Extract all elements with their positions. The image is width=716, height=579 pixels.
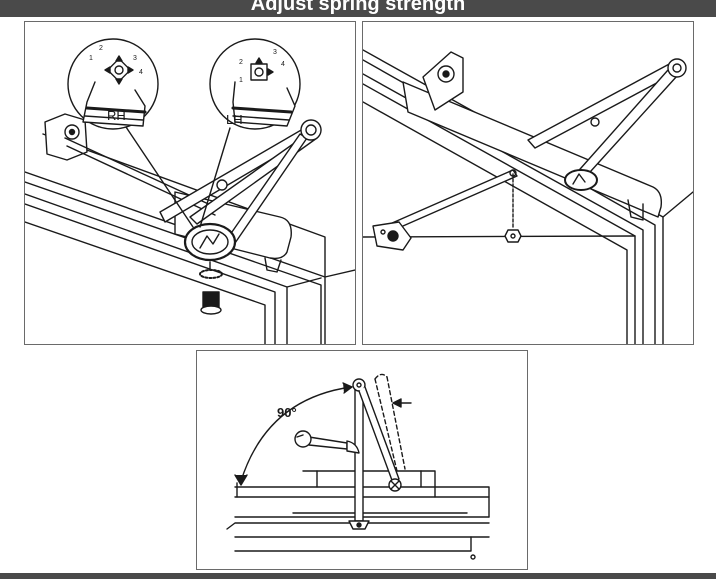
header-title: Adjust spring strength — [250, 0, 466, 15]
figure-attach-forearm — [362, 21, 694, 345]
alternate-arm-position — [374, 373, 406, 472]
lh-label: LH — [226, 112, 243, 127]
hanging-nut — [504, 173, 522, 243]
leader-line-rh — [119, 117, 194, 228]
rh-dial-3: 3 — [133, 55, 137, 62]
adjust-arrow — [392, 398, 412, 408]
closer-drawing: 1 2 3 4 RH 1 2 3 4 LH — [25, 38, 355, 344]
lh-dial-3: 3 — [273, 49, 277, 56]
rh-dial-1: 1 — [89, 55, 93, 62]
mounting-bracket — [44, 113, 216, 216]
lh-dial-2: 2 — [239, 59, 243, 66]
door-frame — [25, 133, 355, 344]
rh-label: RH — [107, 108, 126, 123]
forearm-drawing — [363, 49, 693, 344]
closer-arm — [159, 119, 322, 247]
lh-dial-1: 1 — [239, 77, 243, 84]
rh-dial-4: 4 — [139, 69, 143, 76]
angle-drawing: 90° — [226, 373, 490, 560]
pinion-disc — [183, 222, 237, 271]
closer-arm — [527, 58, 687, 183]
figure-90-degree-view: 90° — [196, 350, 528, 570]
lh-dial-4: 4 — [281, 61, 285, 68]
pinion-disc — [564, 169, 598, 191]
rh-dial-2: 2 — [99, 45, 103, 52]
door-frame — [226, 470, 490, 560]
leader-line-lh — [199, 127, 231, 228]
angle-label: 90° — [277, 405, 297, 420]
forearm-shoe — [372, 169, 518, 251]
zoom-circle-lh — [209, 38, 301, 130]
figure-adjust-closer: 1 2 3 4 RH 1 2 3 4 LH — [24, 21, 356, 345]
footer-bar — [0, 573, 716, 579]
angle-arc — [234, 382, 353, 498]
screw-assembly — [199, 269, 223, 315]
header-bar: Adjust spring strength — [0, 0, 716, 17]
wrench-icon — [294, 430, 360, 454]
zoom-circle-rh — [67, 38, 159, 130]
closer-arm — [348, 378, 402, 530]
